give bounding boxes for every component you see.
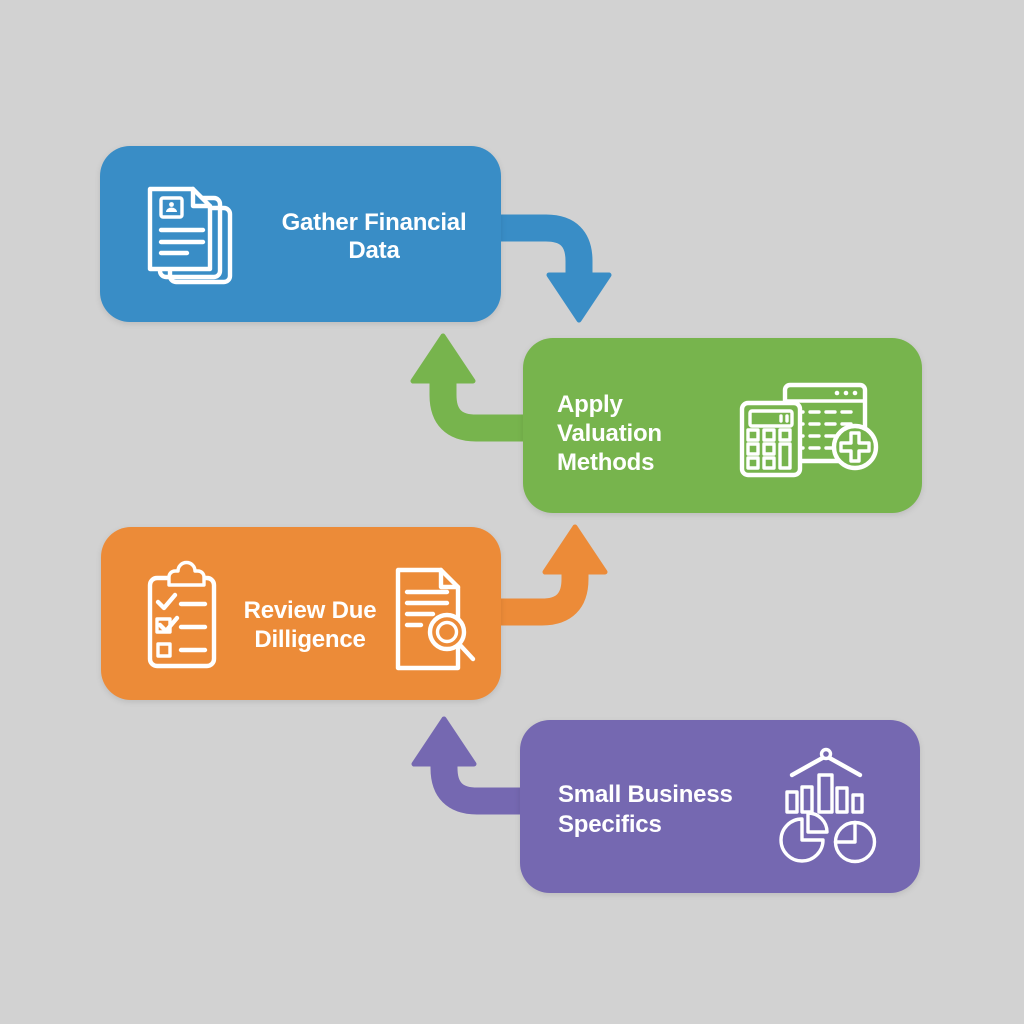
spreadsheet-rows: [792, 410, 859, 450]
clipboard-clip: [167, 560, 206, 587]
checkmark-2: [157, 615, 180, 634]
step-label-line: Gather Financial: [282, 209, 467, 236]
plus-badge-circle: [831, 423, 879, 471]
orange-up-arrowhead-icon: [542, 524, 608, 575]
bar-chart-pie-charts-icon: [779, 747, 877, 864]
step-review-due-dilligence: Review Due Dilligence: [101, 527, 501, 700]
titlebar-dot: [852, 390, 858, 396]
id-photo-frame: [159, 196, 184, 219]
checklist-clipboard-icon: [147, 560, 217, 669]
calculator-screen-digits: [779, 414, 789, 423]
id-person-head: [169, 202, 174, 207]
purple-up-arrow-stem: [430, 754, 522, 815]
purple-up-arrowhead-icon: [411, 716, 477, 767]
magnifier-lens-outer: [427, 612, 467, 652]
apply-valuation-methods-box: [523, 338, 922, 513]
stacked-documents-icon: [147, 186, 233, 285]
trend-peak-dot: [819, 747, 833, 761]
step-label-line: Small Business: [558, 781, 733, 808]
checkmark-1: [155, 592, 178, 611]
step-label-line: Specifics: [558, 811, 662, 838]
step-label-line: Valuation: [557, 420, 662, 447]
folded-corner: [190, 186, 213, 209]
green-up-arrow-stem: [429, 380, 525, 442]
pie-chart-left: [779, 817, 825, 863]
calculator-spreadsheet-plus-icon: [739, 382, 879, 478]
calculator-tall-button: [778, 442, 792, 470]
magnifier-handle: [457, 642, 476, 662]
bar-chart-bars: [785, 773, 864, 814]
step-label-line: Apply: [557, 391, 624, 418]
step-label-line: Review Due: [244, 597, 377, 624]
blue-down-arrow-stem: [499, 214, 593, 277]
step-gather-financial-data: Gather Financial Data: [100, 146, 501, 322]
document-magnifier-icon: [395, 567, 476, 671]
step-label-line: Dilligence: [254, 626, 365, 653]
pie-chart-left-slice: [806, 811, 829, 834]
step-label-line: Data: [348, 237, 400, 264]
step-small-business-specifics: Small Business Specifics: [520, 720, 920, 893]
pie-chart-right-radii: [833, 820, 857, 844]
search-document-lines: [404, 589, 450, 628]
plus-icon: [839, 431, 871, 463]
step-apply-valuation-methods: Apply Valuation Methods: [523, 338, 922, 513]
search-document-fold: [438, 567, 461, 590]
titlebar-dot: [834, 390, 840, 396]
magnifier-lens-inner: [435, 620, 459, 644]
calculator-screen: [748, 409, 794, 428]
step-label-line: Methods: [557, 449, 654, 476]
green-up-arrow: [410, 333, 525, 442]
purple-up-arrow: [411, 716, 522, 815]
orange-up-arrow-stem: [498, 565, 589, 626]
id-person-shoulders: [166, 207, 177, 212]
document-text-lines: [158, 227, 206, 256]
checkbox-3: [156, 642, 172, 658]
green-up-arrowhead-icon: [410, 333, 476, 384]
orange-up-arrow: [498, 524, 608, 626]
calculator-buttons: [746, 428, 792, 470]
blue-down-arrow: [499, 214, 612, 323]
blue-down-arrowhead-icon: [546, 272, 612, 323]
titlebar-dot: [843, 390, 849, 396]
